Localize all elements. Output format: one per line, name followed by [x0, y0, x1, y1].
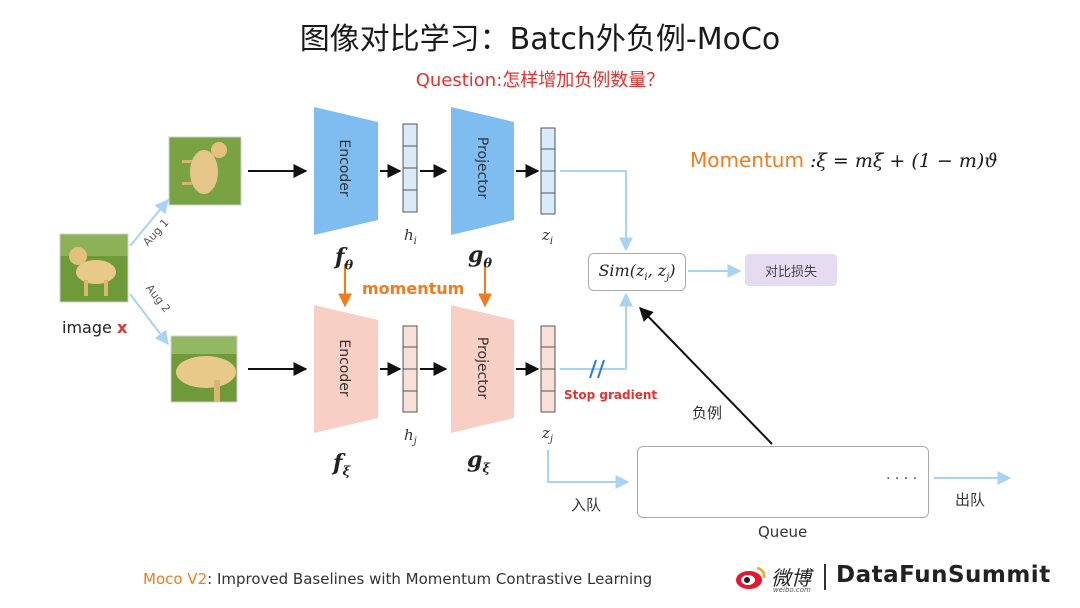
- weibo-text: 微博: [771, 566, 811, 590]
- h-j-label: hj: [404, 426, 417, 447]
- momentum-formula-label: Momentum: [690, 148, 804, 172]
- weibo-subtext: weibo.com: [773, 586, 811, 594]
- z-i-label: zi: [542, 226, 554, 247]
- projector-bottom: [451, 305, 514, 433]
- f-theta-label: fθ: [335, 244, 354, 274]
- weibo-logo: 微博 weibo.com: [735, 562, 811, 594]
- image-var: x: [116, 318, 128, 337]
- encoder-top: [314, 107, 378, 235]
- dequeue-label: 出队: [955, 491, 986, 509]
- encoder-top-label: Encoder: [336, 139, 352, 197]
- reference-title: : Improved Baselines with Momentum Contr…: [207, 570, 653, 588]
- reference-citation: Moco V2: Improved Baselines with Momentu…: [143, 570, 652, 588]
- momentum-arrow-label: momentum: [362, 279, 465, 298]
- z-j-vector: [540, 325, 556, 413]
- g-theta-label: gθ: [468, 242, 493, 272]
- similarity-text: Sim(zi, zj): [598, 260, 676, 284]
- image-text: image: [62, 318, 112, 337]
- aug2-dog-image: [170, 335, 238, 403]
- aug1-dog-image: [168, 136, 242, 206]
- h-i-label: hi: [404, 226, 417, 247]
- question-text: Question:怎样增加负例数量？: [415, 70, 665, 91]
- input-image-label: image x: [62, 318, 127, 337]
- encoder-bottom: [314, 305, 378, 433]
- input-dog-image: [59, 233, 129, 303]
- momentum-equation: :ξ = mξ + (1 − m)ϑ: [810, 150, 998, 172]
- encoder-bottom-label: Encoder: [336, 339, 352, 397]
- z-j-label: zj: [542, 424, 554, 445]
- projector-top-label: Projector: [474, 136, 490, 200]
- f-xi-label: fξ: [333, 450, 351, 480]
- h-j-vector: [402, 325, 418, 413]
- page-title: 图像对比学习：Batch外负例-MoCo: [299, 22, 781, 57]
- weibo-eye-icon: [736, 566, 766, 589]
- projector-bottom-label: Projector: [474, 336, 490, 400]
- stop-gradient-label: Stop gradient: [564, 388, 658, 402]
- brand-separator: [824, 564, 826, 590]
- similarity-box: Sim(zi, zj): [588, 253, 686, 291]
- reference-name: Moco V2: [143, 570, 208, 588]
- contrastive-loss-box: 对比损失: [745, 254, 837, 286]
- g-xi-label: gξ: [467, 447, 491, 477]
- queue-ellipsis: · · · ·: [886, 471, 918, 487]
- h-i-vector: [402, 123, 418, 213]
- negative-samples-label: 负例: [692, 404, 723, 422]
- brand-name: DataFunSummit: [836, 562, 1051, 588]
- projector-top: [451, 107, 514, 235]
- queue-label: Queue: [758, 523, 808, 541]
- queue-box: · · · ·: [637, 446, 929, 518]
- z-i-vector: [540, 127, 556, 215]
- enqueue-label: 入队: [571, 496, 602, 514]
